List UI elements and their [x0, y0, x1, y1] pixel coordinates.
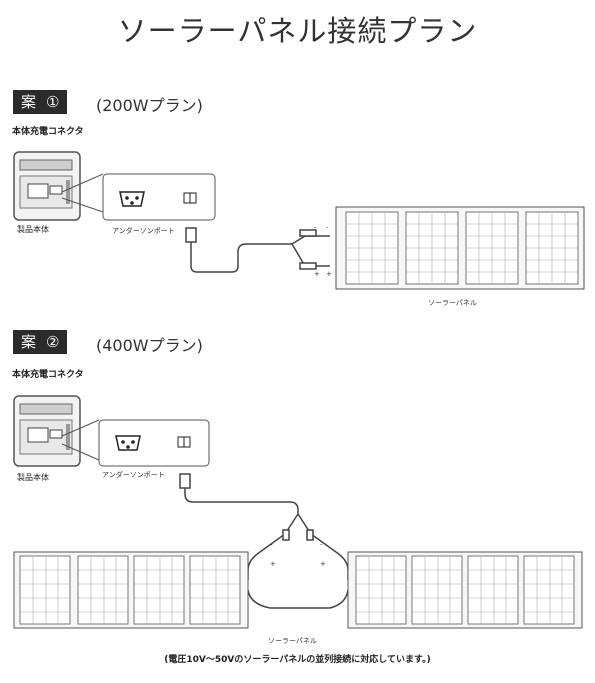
footnote: (電圧10V～50Vのソーラーパネルの並列接続に対応しています。) [164, 655, 431, 665]
ac-inlet-icon [119, 191, 145, 207]
plan-2-cable-label: アンダーソンポート [102, 471, 165, 479]
plan-1-badge: 案 ① [13, 90, 68, 114]
plan-2-plus-label-2: + [320, 560, 326, 568]
plan-1-badge-number: ① [46, 93, 60, 111]
plan-1-port-callout [102, 173, 216, 221]
plan-1-minus-label-2: - [326, 224, 329, 232]
plan-1-note: (200Wプラン) [96, 96, 203, 115]
plan-1-plus-label-2: + [326, 270, 332, 278]
plan-2-diagram [13, 395, 583, 629]
plan-1-cable [185, 227, 330, 273]
plan-2-badge-number: ② [46, 333, 60, 351]
plan-2-connector-label: 本体充電コネクタ [12, 370, 84, 380]
plan-1-plus-label: + [314, 270, 320, 278]
plan-2-badge: 案 ② [13, 330, 68, 354]
plan-2-panel-label: ソーラーパネル [268, 637, 317, 645]
plan-1-panel-label: ソーラーパネル [428, 299, 477, 307]
plan-2-note: (400Wプラン) [96, 336, 203, 355]
plan-2-solar-panels-right [347, 551, 583, 629]
plan-1-diagram [13, 151, 585, 290]
plan-2-solar-panels-left [13, 551, 249, 629]
plan-2-product-unit [13, 395, 81, 467]
plan-2-plus-label: + [270, 560, 276, 568]
plan-1-minus-label: - [314, 224, 317, 232]
plan-2-minus-label-2: - [320, 541, 323, 549]
plan-1-connector-label: 本体充電コネクタ [12, 127, 84, 137]
plan-1-badge-label: 案 [21, 93, 37, 111]
page-title: ソーラーパネル接続プラン [117, 14, 478, 48]
plan-1-unit-label: 製品本体 [17, 225, 49, 234]
plan-1-cable-label: アンダーソンポート [112, 227, 175, 235]
plan-2-minus-label: - [270, 541, 273, 549]
plan-2-badge-label: 案 [21, 333, 37, 351]
plan-2-port-callout [98, 419, 210, 467]
plan-2-unit-label: 製品本体 [17, 473, 49, 482]
plan-1-solar-panels [335, 206, 585, 290]
ac-inlet-icon-2 [115, 435, 141, 451]
plan-1-product-unit [13, 151, 81, 221]
